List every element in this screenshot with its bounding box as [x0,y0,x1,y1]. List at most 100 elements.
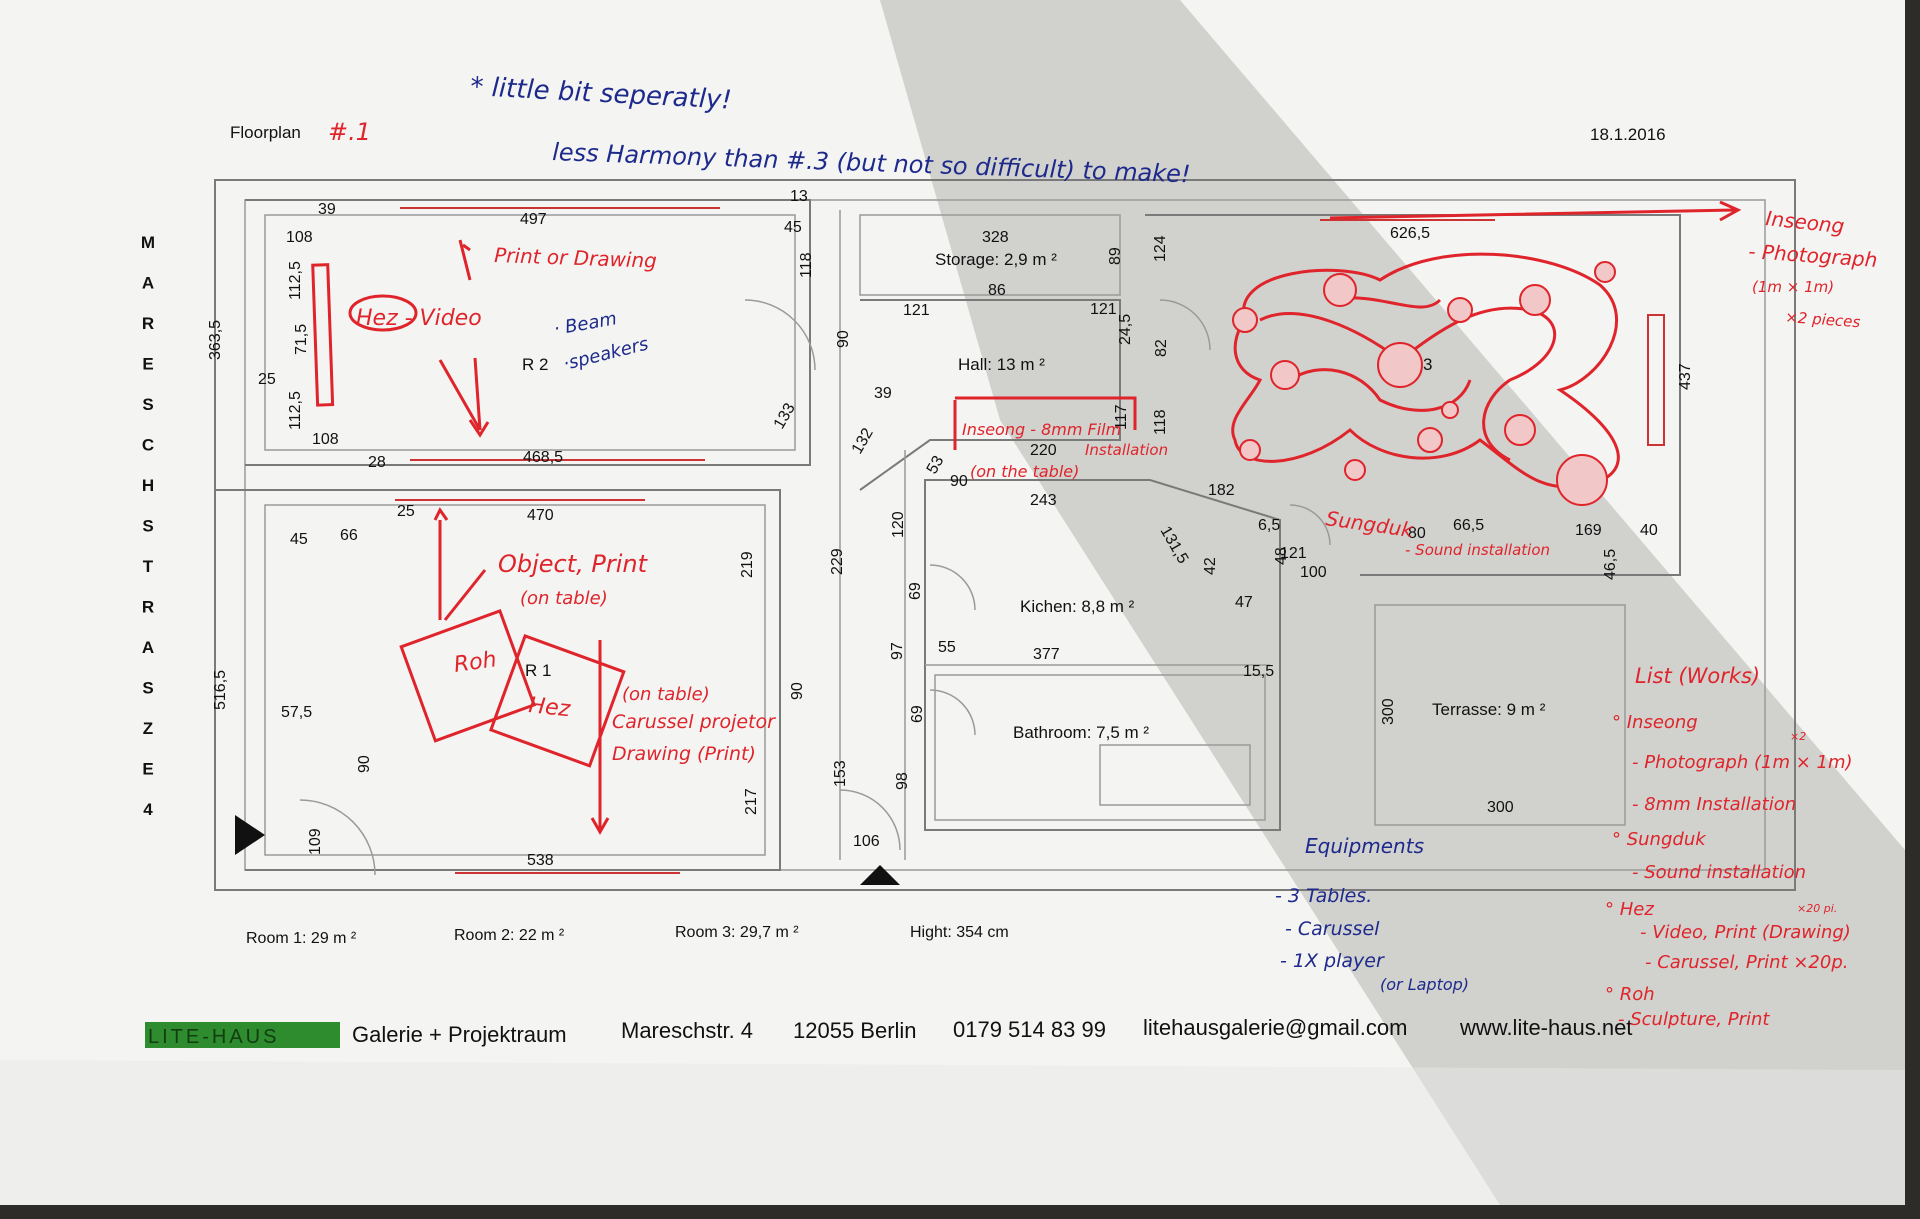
dimension-label: 538 [527,852,554,869]
dimension-label: 243 [1030,492,1057,509]
plan-title: Floorplan [230,123,301,142]
contact-email: litehausgalerie@gmail.com [1143,1015,1407,1040]
contact-city: 12055 Berlin [793,1018,917,1043]
installation-flower [1594,261,1616,283]
annotation-pieces: ×2 pieces [1785,308,1861,331]
dimension-label: 69 [909,705,926,723]
contact-phone: 0179 514 83 99 [953,1017,1106,1042]
installation-flower [1377,342,1423,388]
street-letter: H [142,476,154,495]
works-list-item: - 8mm Installation [1632,794,1796,815]
dimension-label: 57,5 [281,704,312,721]
street-letter: C [142,436,154,455]
dimension-label: 112,5 [287,261,304,300]
dimension-label: 53 [924,453,948,477]
equipment-item: - 3 Tables. [1275,885,1372,907]
works-list-item: ° Inseong [1612,712,1698,733]
dimension-label: 39 [318,201,336,218]
dimension-label: 118 [1152,409,1169,435]
room-label-hall: Hall: 13 m ² [958,355,1045,374]
dimension-label: 626,5 [1390,225,1430,242]
dimension-label: 97 [889,642,906,660]
dimension-label: 47 [1235,594,1253,611]
dimension-label: 300 [1487,799,1514,816]
dimension-label: 497 [520,211,547,228]
brand-subtitle: Galerie + Projektraum [352,1022,567,1047]
room-label-r1: R 1 [525,661,551,680]
equipment-item: (or Laptop) [1380,975,1469,994]
installation-flower [1270,360,1300,390]
dimension-label: 86 [988,282,1006,299]
annotation-on-the-table: (on the table) [970,462,1079,481]
street-letter: Z [143,719,153,738]
works-list-item: - Video, Print (Drawing) [1640,922,1851,943]
street-letter: S [142,395,153,414]
annotation-hez: Hez [527,693,571,722]
annotation-carussel: Carussel projetor [612,711,776,733]
annotation-print-drawing: Print or Drawing [494,243,657,273]
stat-room3: Room 3: 29,7 m ² [675,924,799,941]
dimension-label: 80 [1408,525,1426,542]
works-list-item: - Sound installation [1632,862,1806,883]
dimension-label: 220 [1030,442,1057,459]
street-letter: T [143,557,154,576]
works-list-item: ° Sungduk [1612,829,1707,850]
plan-date: 18.1.2016 [1590,125,1666,144]
list-x2: ×2 [1790,730,1806,743]
dimension-label: 98 [894,772,911,790]
room-label-bathroom: Bathroom: 7,5 m ² [1013,723,1149,742]
dimension-label: 25 [258,371,276,388]
installation-flower [1239,439,1261,461]
dimension-label: 46,5 [1602,549,1619,580]
works-list-item: ° Roh [1605,984,1655,1005]
shadow [880,0,1905,1205]
street-letter: E [142,355,153,374]
works-list: ° Inseong - Photograph (1m × 1m) - 8mm Ins… [1605,712,1853,1030]
street-letter: E [142,760,153,779]
annotation-hez-video: Hez - Video [356,306,482,331]
annotation-on-table: (on table) [520,588,608,609]
dimension-label: 117 [1113,404,1130,430]
equipment-item: - 1X player [1280,950,1385,972]
dimension-label: 121 [1090,301,1117,318]
works-list-item: - Photograph (1m × 1m) [1632,752,1853,773]
works-list-item: - Sculpture, Print [1618,1009,1770,1030]
annotation-sound-installation: - Sound installation [1405,541,1550,559]
street-letter: S [142,679,153,698]
dimension-label: 89 [1107,247,1124,265]
dimension-label: 82 [1153,339,1170,357]
annotation-inseong-8mm: Inseong - 8mm Film [962,420,1121,439]
annotation-plan-number: #.1 [328,118,371,146]
dimension-label: 100 [1300,564,1327,581]
installation-flower [1323,273,1357,307]
dimension-label: 66 [340,527,358,544]
dimension-label: 55 [938,639,956,656]
dimension-label: 124 [1152,235,1169,262]
room-label-storage: Storage: 2,9 m ² [935,250,1057,269]
brand-badge [145,1022,340,1048]
room-label-kitchen: Kichen: 8,8 m ² [1020,597,1135,616]
dimension-label: 109 [307,828,324,855]
dimension-label: 66,5 [1453,517,1484,534]
dimension-label: 468,5 [523,449,563,466]
dimension-label: 45 [290,531,308,548]
installation-flower [1344,459,1366,481]
dimension-label: 39 [874,385,892,402]
brand-name: LITE-HAUS [148,1026,279,1048]
stat-room2: Room 2: 22 m ² [454,927,565,944]
annotation-object-print: Object, Print [498,550,649,578]
annotation-size: (1m × 1m) [1752,278,1834,296]
street-letter: R [142,598,154,617]
dimension-label: 120 [890,511,907,538]
dimension-label: 153 [832,760,849,787]
dimension-label: 13 [790,188,808,205]
installation-flower [1417,427,1443,453]
stat-height: Hight: 354 cm [910,924,1009,941]
dimension-label: 40 [1640,522,1658,539]
dimension-label: 15,5 [1243,663,1274,680]
dimension-label: 28 [368,454,386,471]
dimension-label: 328 [982,229,1009,246]
street-letter: A [142,274,154,293]
list-x20: ×20 pi. [1797,902,1837,915]
street-letter: 4 [143,800,153,819]
